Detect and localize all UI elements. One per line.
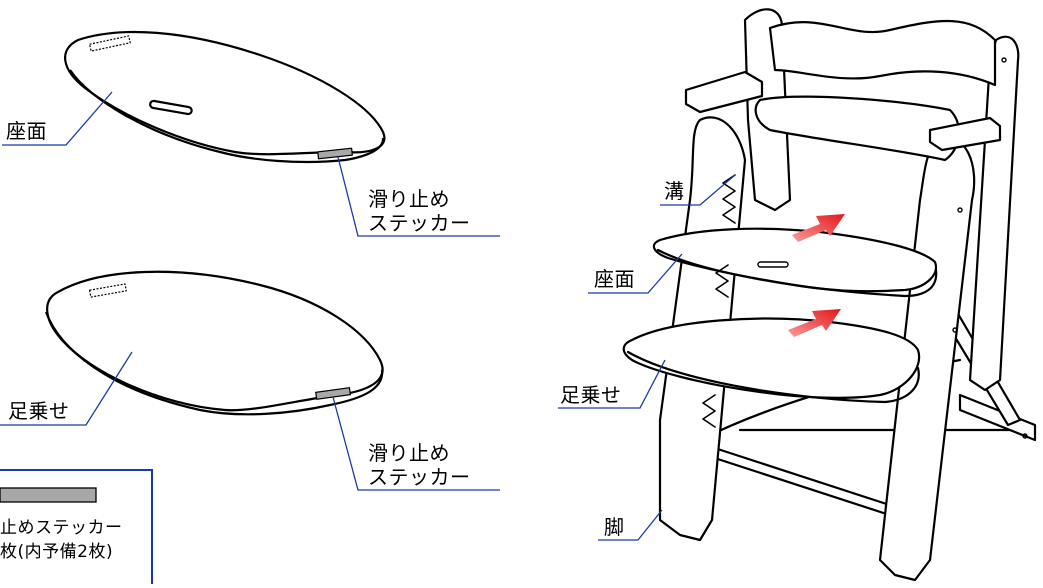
- label-sticker-1-line2: ステッカー: [368, 211, 471, 235]
- inset-border: [0, 469, 153, 584]
- left-leader-lines: [0, 91, 500, 491]
- chair-seat-plate: [652, 227, 938, 293]
- chair-base-rail-front: [688, 438, 907, 522]
- high-chair-drawing: [622, 8, 1037, 582]
- leader-footrest-right: [558, 359, 666, 409]
- seat-plate-drawing: [64, 30, 386, 164]
- seat-plate-sticker: [317, 147, 353, 160]
- leader-leg: [598, 509, 663, 541]
- label-inset-line2: 枚(内予備2枚): [0, 542, 114, 562]
- chair-bolt-hole-2: [952, 327, 958, 333]
- seat-plate-outline: [64, 30, 386, 156]
- chair-seat-plate-slot: [757, 261, 789, 268]
- seat-plate-bottom-edge: [69, 69, 385, 164]
- leader-footrest-left: [0, 351, 133, 426]
- label-seat-right: 座面: [594, 267, 635, 291]
- seat-plate-hook-marker: [89, 35, 131, 52]
- label-groove: 溝: [664, 179, 685, 203]
- label-seat-left: 座面: [6, 119, 47, 143]
- leader-sticker-2: [332, 396, 500, 491]
- chair-groove-teeth-left: [702, 174, 736, 428]
- leader-sticker-1: [337, 156, 500, 237]
- leader-groove: [660, 174, 736, 206]
- seat-plate-slot: [149, 99, 193, 116]
- footrest-plate-hook-marker: [88, 283, 127, 298]
- inset-sticker-sample: [0, 487, 97, 503]
- chair-arm-pad-right: [928, 116, 1002, 152]
- chair-seat-plate-edge: [656, 248, 938, 298]
- label-sticker-1-line1: 滑り止め: [368, 187, 450, 211]
- right-leader-lines: [558, 174, 736, 541]
- chair-back-post-right: [968, 35, 1020, 392]
- footrest-plate-bottom-edge: [44, 311, 384, 416]
- footrest-plate-drawing: [44, 270, 384, 416]
- sticker-inset-box: [0, 469, 153, 584]
- leader-seat-right: [588, 253, 683, 294]
- chair-bolt-hole-4: [1022, 433, 1028, 439]
- leader-seat-left: [2, 91, 113, 146]
- arrow-seat-insert: [792, 214, 845, 242]
- label-sticker-2-line1: 滑り止め: [368, 441, 450, 465]
- label-sticker-2-line2: ステッカー: [368, 465, 471, 489]
- chair-bolt-hole-3: [1001, 57, 1007, 63]
- label-footrest-left: 足乗せ: [8, 399, 70, 423]
- insert-arrows: [788, 214, 845, 337]
- chair-arm-ring: [754, 95, 961, 162]
- arrow-footrest-insert: [788, 309, 841, 337]
- label-inset-line1: 止めステッカー: [0, 518, 123, 538]
- chair-arm-pad-left: [684, 70, 764, 114]
- chair-footrest-plate-edge: [626, 350, 920, 404]
- label-footrest-right: 足乗せ: [560, 383, 622, 407]
- chair-backrest: [768, 19, 997, 87]
- chair-bolt-hole-1: [957, 207, 963, 213]
- label-leg: 脚: [604, 515, 625, 539]
